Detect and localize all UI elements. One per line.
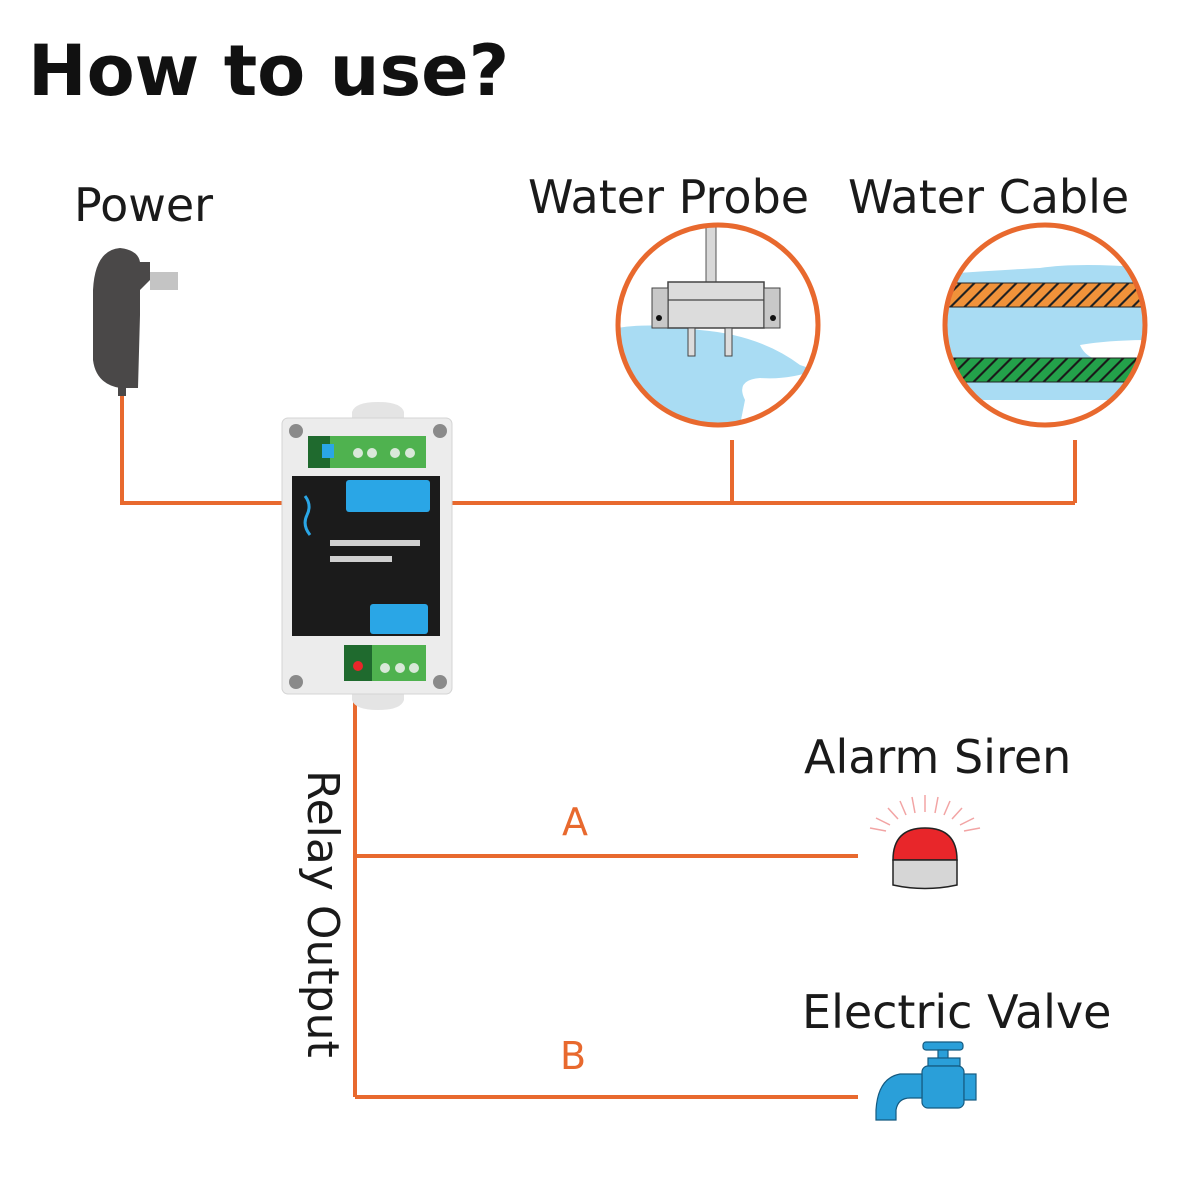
alarm-siren-label: Alarm Siren <box>804 730 1072 784</box>
power-label: Power <box>74 178 214 232</box>
electric-valve-label: Electric Valve <box>802 985 1112 1039</box>
wires <box>120 380 1077 1099</box>
branch-b-label: B <box>560 1034 587 1078</box>
relay-controller-module-icon <box>281 402 453 710</box>
alarm-siren-icon <box>869 795 981 890</box>
water-tap-valve-icon <box>875 1041 977 1121</box>
water-cable-icon <box>942 222 1148 428</box>
water-cable-label: Water Cable <box>848 170 1130 224</box>
power-adapter-icon <box>93 248 178 396</box>
power-wire <box>120 380 282 505</box>
branch-a-label: A <box>562 800 588 844</box>
page-title: How to use? <box>28 30 510 112</box>
water-probe-icon <box>615 222 821 428</box>
water-probe-label: Water Probe <box>528 170 810 224</box>
